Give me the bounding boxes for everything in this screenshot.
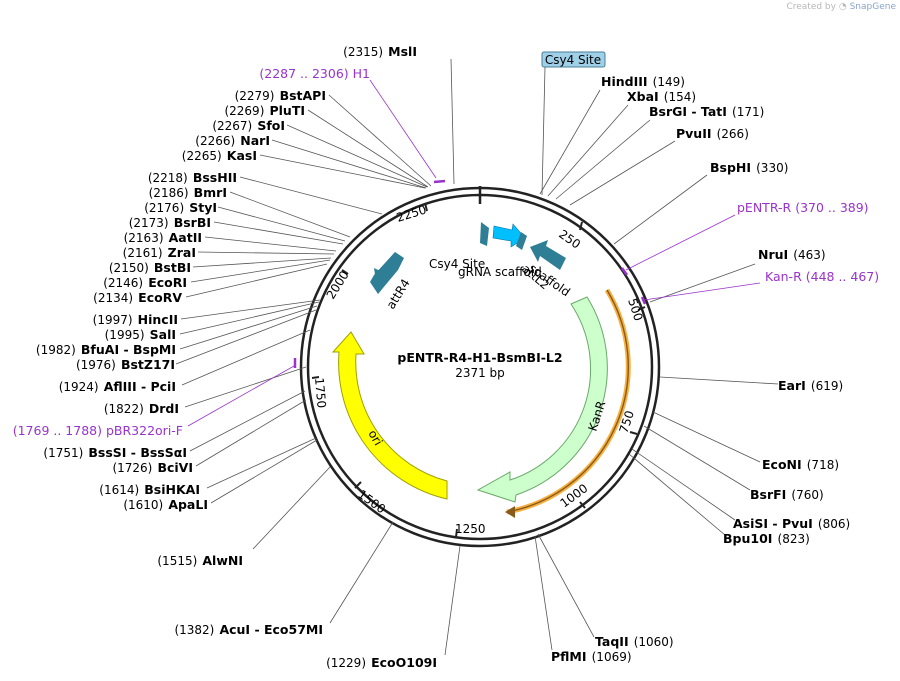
snapgene-credit: Created by ◔ SnapGene bbox=[786, 2, 896, 12]
enzyme-label-bstz17I: (1976) BstZ17I bbox=[76, 354, 175, 373]
enzyme-label-apaLI: (1610) ApaLI bbox=[123, 494, 208, 513]
grna-spacer-mark bbox=[516, 232, 527, 250]
enzyme-label-bsssI: (1751) BssSI - BssSαI bbox=[43, 442, 187, 461]
primer-label-pentr-r: pENTR-R (370 .. 389) bbox=[737, 200, 869, 215]
tick-1250: 1250 bbox=[455, 522, 486, 538]
enzyme-label-pvuII: PvuII (266) bbox=[676, 123, 749, 142]
csy4-site-box-label: Csy4 Site bbox=[545, 53, 601, 67]
enzyme-label-hincII: (1997) HincII bbox=[93, 309, 178, 328]
enzyme-label-bstAPI: (2279) BstAPI bbox=[235, 85, 326, 104]
primer-label-h1: (2287 .. 2306) H1 bbox=[259, 66, 370, 81]
enzyme-label-bstBI: (2150) BstBI bbox=[109, 257, 191, 276]
ori-arrow bbox=[331, 331, 448, 500]
enzyme-label-bmrI: (2186) BmrI bbox=[149, 182, 227, 201]
enzyme-label-bfuAI: (1982) BfuAI - BspMI bbox=[36, 339, 176, 358]
enzyme-label-taqII: TaqII (1060) bbox=[595, 631, 674, 650]
primer-label-pbr322ori-f: (1769 .. 1788) pBR322ori-F bbox=[13, 423, 183, 438]
kanr-orf-arrowhead bbox=[505, 506, 515, 518]
primer-label-kan-r: Kan-R (448 .. 467) bbox=[765, 269, 879, 284]
tick-500: 500 bbox=[625, 297, 645, 323]
enzyme-label-pluTI: (2269) PluTI bbox=[224, 100, 305, 119]
tick-1500: 1500 bbox=[354, 481, 388, 516]
enzyme-label-bsphI: BspHI (330) bbox=[710, 157, 788, 176]
enzyme-label-earI: EarI (619) bbox=[778, 375, 843, 394]
snapgene-logo-icon: ◔ bbox=[838, 2, 847, 12]
kanr-arrow bbox=[476, 296, 608, 503]
enzyme-label-bsrfI: BsrFI (760) bbox=[750, 484, 824, 503]
primer-mark-kanr bbox=[640, 296, 647, 305]
enzyme-label-styI: (2176) StyI bbox=[144, 197, 217, 216]
csy4-arrow bbox=[480, 222, 489, 246]
enzyme-label-nruI: NruI (463) bbox=[758, 244, 826, 263]
leader-lines bbox=[175, 58, 779, 656]
tick-1000: 1000 bbox=[558, 481, 591, 510]
kanr-orf-line bbox=[506, 289, 629, 513]
enzyme-label-sfoI: (2267) SfoI bbox=[212, 115, 285, 134]
enzyme-label-bsrBI: (2173) BsrBI bbox=[129, 212, 211, 231]
tick-label: 250 bbox=[556, 227, 583, 252]
attl2-arrow bbox=[530, 240, 566, 270]
tick-label: 1500 bbox=[355, 487, 388, 516]
tick-label: 1250 bbox=[455, 522, 486, 536]
credit-label: Created by bbox=[786, 2, 836, 12]
feature-label-grna: gRNA scaffold bbox=[458, 265, 542, 279]
plasmid-name: pENTR-R4-H1-BsmBI-L2 bbox=[397, 350, 562, 365]
feature-label-csy4: Csy4 Site bbox=[429, 257, 485, 271]
enzyme-label-drdI: (1822) DrdI bbox=[104, 398, 179, 417]
enzyme-label-bsihkaI: (1614) BsiHKAI bbox=[99, 479, 200, 498]
enzyme-label-aatII: (2163) AatII bbox=[124, 227, 202, 246]
csy4-callout-line bbox=[541, 66, 546, 196]
enzyme-label-ecoRV: (2134) EcoRV bbox=[93, 287, 182, 306]
tick-label: 1750 bbox=[312, 377, 329, 409]
enzyme-label-ecoRI: (2146) EcoRI bbox=[103, 272, 187, 291]
enzyme-label-asisI: AsiSI - PvuI (806) bbox=[733, 513, 850, 532]
enzyme-label-hindIII: HindIII (149) bbox=[601, 71, 685, 90]
feature-label-ori: ori bbox=[365, 428, 385, 449]
enzyme-label-bciVI: (1726) BciVI bbox=[112, 457, 193, 476]
enzyme-label-acuI: (1382) AcuI - Eco57MI bbox=[174, 619, 323, 638]
attr4-arrowhead bbox=[374, 268, 391, 294]
tick-label: 1000 bbox=[558, 481, 591, 510]
enzyme-label-xbaI: XbaI (154) bbox=[627, 86, 696, 105]
enzyme-label-narI: (2266) NarI bbox=[195, 130, 270, 149]
enzyme-label-mslI: (2315) MslI bbox=[343, 41, 417, 60]
enzyme-label-bpu10I: Bpu10I (823) bbox=[723, 528, 810, 547]
enzyme-label-bsrgI: BsrGI - TatI (171) bbox=[649, 101, 764, 120]
enzyme-label-ecoo109I: (1229) EcoO109I bbox=[326, 652, 437, 671]
enzyme-label-alwnI: (1515) AlwNI bbox=[157, 550, 243, 569]
enzyme-label-aflIII: (1924) AflIII - PciI bbox=[59, 376, 176, 395]
enzyme-label-zraI: (2161) ZraI bbox=[123, 242, 196, 261]
tick-1750: 1750 bbox=[311, 376, 329, 409]
csy4-site-box bbox=[541, 51, 606, 68]
primer-leader-lines bbox=[187, 79, 761, 427]
tick-label: 500 bbox=[625, 297, 645, 323]
primer-mark-pentr bbox=[620, 267, 629, 276]
enzyme-label-kasI: (2265) KasI bbox=[182, 145, 257, 164]
enzyme-label-salI: (1995) SalI bbox=[105, 324, 176, 343]
primer-mark-h1 bbox=[433, 179, 446, 184]
enzyme-label-econI: EcoNI (718) bbox=[762, 454, 839, 473]
credit-brand: SnapGene bbox=[849, 2, 896, 12]
enzyme-label-pflmI: PflMI (1069) bbox=[551, 646, 632, 665]
enzyme-label-bssHII: (2218) BssHII bbox=[148, 167, 237, 186]
plasmid-size: 2371 bp bbox=[455, 366, 505, 380]
